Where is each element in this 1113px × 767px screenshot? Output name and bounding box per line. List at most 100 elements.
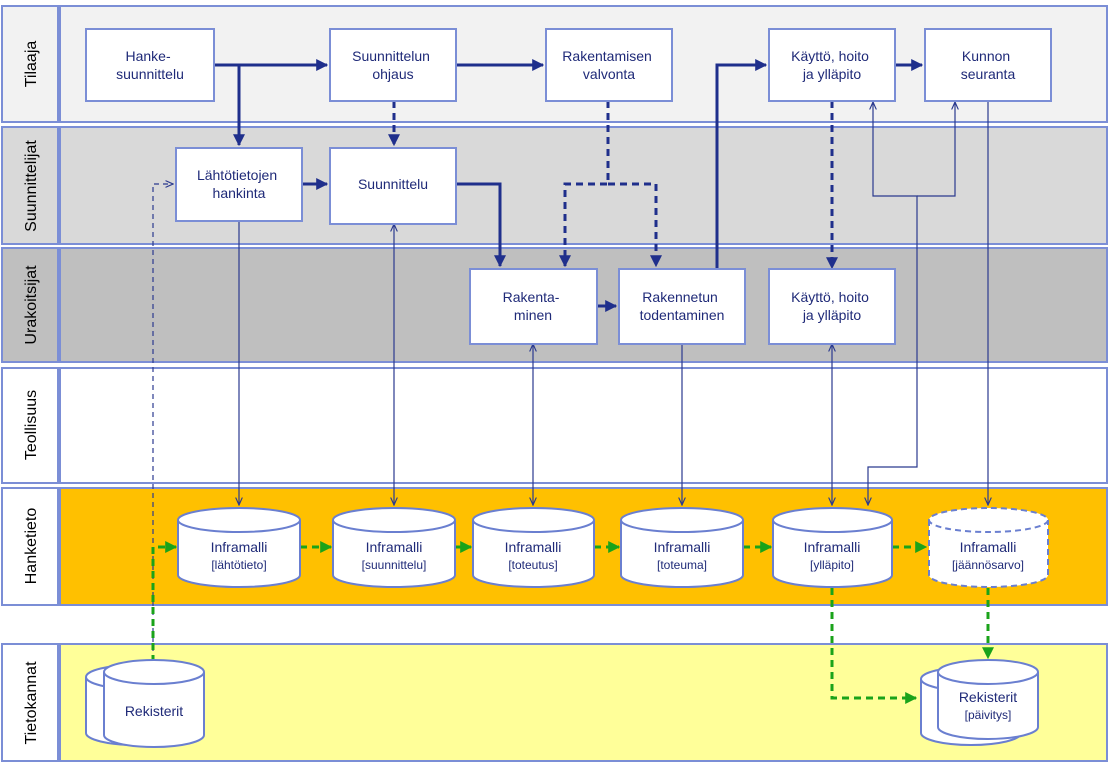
- box-rakentaminen-frame: [469, 268, 598, 345]
- box-suunnittelun-ohjaus-line-2: ohjaus: [372, 66, 413, 82]
- arrow-thin-loop-to-tilaaja: [873, 102, 918, 344]
- arrow-dashed-valvonta-to-rakentaminen: [559, 101, 610, 268]
- box-kaytto-urakoitsija: Käyttö, hoito ja ylläpito: [768, 268, 896, 345]
- model-jaannosarvo: Inframalli [jäännösarvo]: [928, 507, 1049, 588]
- database-rekisterit-front-top: [103, 659, 205, 685]
- box-hankesuunnittelu-frame: [85, 28, 215, 102]
- model-yllapito-top: [772, 507, 893, 533]
- box-rakennetun-todentaminen-frame: [618, 268, 746, 345]
- lane-label-box-tilaaja: [1, 5, 59, 123]
- lane-label-box-hanketieto: [1, 487, 59, 606]
- database-rekisterit-paivitys: Rekisterit [päivitys]: [920, 659, 1039, 746]
- lane-body-teollisuus: [59, 367, 1108, 484]
- lane-label-tilaaja: Tilaaja: [23, 41, 40, 88]
- model-yllapito: Inframalli [ylläpito]: [772, 507, 893, 588]
- lane-label-tietokannat: Tietokannat: [23, 661, 40, 745]
- box-lahtotietojen-hankinta-label: Lähtötietojen hankinta: [197, 167, 281, 201]
- box-kaytto-tilaaja-frame: [768, 28, 896, 102]
- box-rakennetun-todentaminen-label: Rakennetun todentaminen: [640, 289, 725, 323]
- model-toteuma-top: [620, 507, 744, 533]
- connectors: [151, 59, 994, 704]
- arrow-suunnittelu-to-rakentaminen: [456, 182, 506, 268]
- lane-suunnittelijat: Suunnittelijat: [1, 126, 1108, 245]
- lane-label-suunnittelijat: Suunnittelijat: [23, 140, 40, 232]
- lane-label-hanketieto: Hanketieto: [23, 508, 40, 585]
- model-toteuma: Inframalli [toteuma]: [620, 507, 744, 588]
- box-kunnon-seuranta-frame: [924, 28, 1052, 102]
- box-rakentaminen: Rakenta- minen: [469, 268, 598, 345]
- box-hankesuunnittelu-line-2: suunnittelu: [116, 66, 184, 82]
- box-kunnon-seuranta-label: Kunnon seuranta: [961, 48, 1016, 82]
- database-rekisterit-paivitys-front-body: [937, 672, 1039, 740]
- model-toteuma-title: Inframalli: [654, 539, 711, 555]
- model-toteutus-body: [472, 520, 595, 588]
- box-hankesuunnittelu-label: Hanke- suunnittelu: [116, 48, 184, 82]
- model-toteutus-top: [472, 507, 595, 533]
- box-lahtotietojen-hankinta: Lähtötietojen hankinta: [175, 147, 303, 222]
- model-toteutus-sub: [toteutus]: [508, 558, 557, 572]
- model-suunnittelu-body: [332, 520, 456, 588]
- box-rakentamisen-valvonta: Rakentamisen valvonta: [545, 28, 673, 102]
- box-rakennetun-todentaminen: Rakennetun todentaminen: [618, 268, 746, 345]
- box-kaytto-urakoitsija-line-1: Käyttö, hoito: [791, 289, 869, 305]
- model-lahtotieto-top: [177, 507, 301, 533]
- lane-label-urakoitsijat: Urakoitsijat: [23, 265, 40, 345]
- box-suunnittelu: Suunnittelu: [329, 147, 457, 225]
- box-kaytto-tilaaja-line-2: ja ylläpito: [802, 66, 862, 82]
- arrow-thin-loop-to-yllapito-model: [868, 344, 918, 505]
- arrow-green-yllapito-to-rekisterit-paivitys: [830, 588, 918, 704]
- model-jaannosarvo-body: [928, 520, 1049, 588]
- database-rekisterit-front-body: [103, 672, 205, 748]
- database-rekisterit: Rekisterit: [85, 659, 205, 748]
- model-suunnittelu-top: [332, 507, 456, 533]
- arrow-green-rekisterit-to-lahtotieto: [151, 541, 178, 662]
- database-rekisterit-title: Rekisterit: [125, 703, 183, 719]
- box-rakennetun-todentaminen-line-2: todentaminen: [640, 307, 725, 323]
- box-suunnittelun-ohjaus: Suunnittelun ohjaus: [329, 28, 457, 102]
- box-rakennetun-todentaminen-line-1: Rakennetun: [642, 289, 718, 305]
- lane-label-box-urakoitsijat: [1, 247, 59, 363]
- lane-label-box-teollisuus: [1, 367, 59, 484]
- model-jaannosarvo-sub: [jäännösarvo]: [952, 558, 1024, 572]
- model-jaannosarvo-top: [928, 507, 1049, 533]
- box-rakentamisen-valvonta-frame: [545, 28, 673, 102]
- model-lahtotieto-sub: [lähtötieto]: [211, 558, 266, 572]
- box-kunnon-seuranta-line-1: Kunnon: [962, 48, 1010, 64]
- model-toteuma-body: [620, 520, 744, 588]
- model-yllapito-sub: [ylläpito]: [810, 558, 854, 572]
- arrow-thin-dashed-rekisterit-to-lahtotiedot: [152, 184, 173, 660]
- box-kaytto-tilaaja: Käyttö, hoito ja ylläpito: [768, 28, 896, 102]
- database-rekisterit-paivitys-front-top: [937, 659, 1039, 685]
- box-suunnittelun-ohjaus-label: Suunnittelun ohjaus: [352, 48, 434, 82]
- model-toteuma-sub: [toteuma]: [657, 558, 707, 572]
- lane-label-box-tietokannat: [1, 643, 59, 762]
- box-rakentaminen-label: Rakenta- minen: [503, 289, 564, 323]
- box-lahtotietojen-hankinta-frame: [175, 147, 303, 222]
- arrow-thin-loop-to-kunnon: [917, 102, 955, 197]
- lane-label-box-suunnittelijat: [1, 126, 59, 245]
- box-rakentamisen-valvonta-line-1: Rakentamisen: [562, 48, 652, 64]
- model-suunnittelu: Inframalli [suunnittelu]: [332, 507, 456, 588]
- box-kaytto-tilaaja-label: Käyttö, hoito ja ylläpito: [791, 48, 873, 82]
- box-suunnittelun-ohjaus-frame: [329, 28, 457, 102]
- box-lahtotietojen-hankinta-line-1: Lähtötietojen: [197, 167, 277, 183]
- database-rekisterit-paivitys-title: Rekisterit: [959, 689, 1017, 705]
- box-lahtotietojen-hankinta-line-2: hankinta: [213, 185, 266, 201]
- lane-teollisuus: Teollisuus: [1, 367, 1108, 484]
- arrow-dashed-valvonta-to-todentaminen: [608, 182, 662, 268]
- box-kaytto-urakoitsija-label: Käyttö, hoito ja ylläpito: [791, 289, 873, 323]
- box-kaytto-urakoitsija-frame: [768, 268, 896, 345]
- box-rakentaminen-line-1: Rakenta-: [503, 289, 560, 305]
- model-lahtotieto: Inframalli [lähtötieto]: [177, 507, 301, 588]
- model-yllapito-body: [772, 520, 893, 588]
- model-lahtotieto-title: Inframalli: [211, 539, 268, 555]
- box-suunnittelu-label: Suunnittelu: [358, 176, 428, 192]
- model-jaannosarvo-title: Inframalli: [960, 539, 1017, 555]
- box-suunnittelu-frame: [329, 147, 457, 225]
- box-hankesuunnittelu-line-1: Hanke-: [125, 48, 170, 64]
- box-hankesuunnittelu: Hanke- suunnittelu: [85, 28, 215, 102]
- database-rekisterit-paivitys-sub: [päivitys]: [965, 708, 1012, 722]
- box-suunnittelun-ohjaus-line-1: Suunnittelun: [352, 48, 430, 64]
- arrow-todentaminen-to-kaytto: [715, 59, 768, 269]
